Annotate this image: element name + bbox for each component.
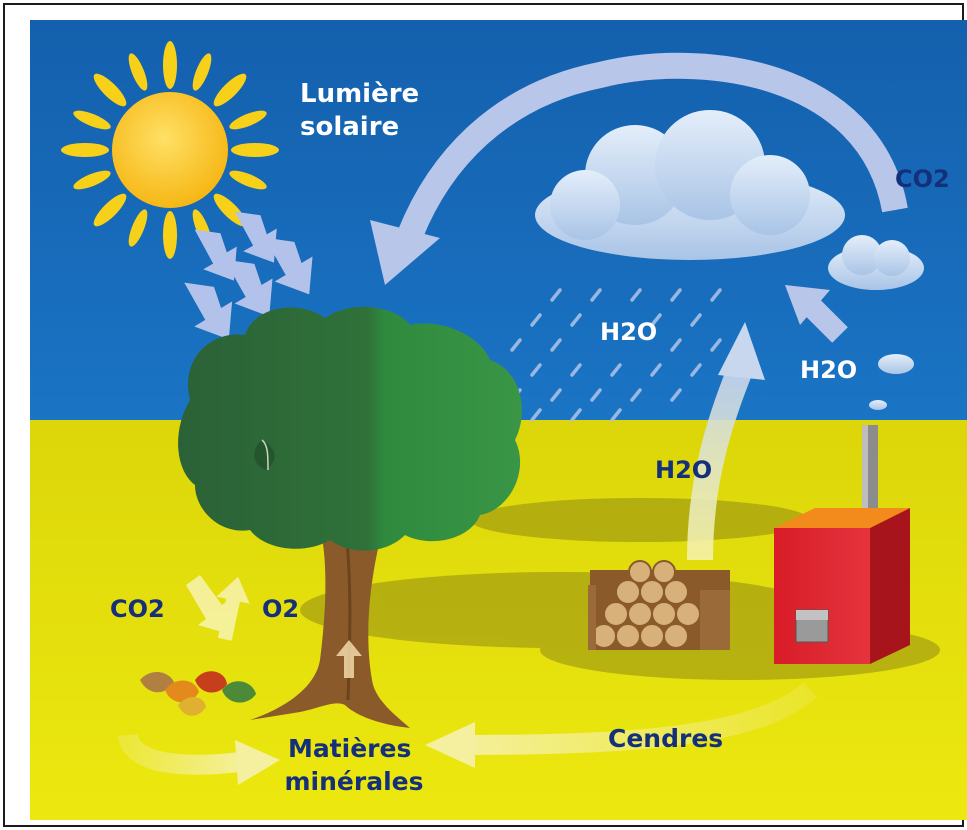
tree-icon — [178, 306, 522, 728]
h2o-smoke-label: H2O — [800, 356, 857, 384]
boiler-icon — [774, 425, 910, 664]
h2o-wood-label: H2O — [655, 456, 712, 484]
smoke-puffs — [828, 235, 924, 410]
h2o-vapor-arrow — [687, 322, 765, 561]
rain-icon — [510, 288, 722, 422]
co2-leaves-label: CO2 — [110, 595, 165, 623]
o2-leaves-label: O2 — [262, 595, 299, 623]
leaves-icon — [140, 671, 256, 716]
ashes-label: Cendres — [608, 724, 723, 753]
leaves-to-minerals-arrow — [118, 732, 280, 785]
sunlight-label: Lumière solaire — [300, 79, 428, 142]
cloud-icon — [535, 110, 845, 260]
h2o-smoke-arrow — [785, 285, 848, 343]
leaf-icon — [254, 439, 275, 471]
co2-top-label: CO2 — [895, 165, 950, 193]
sunlight-arrows — [184, 211, 313, 340]
sun-icon — [61, 41, 279, 259]
co2-o2-exchange-arrows — [186, 575, 250, 641]
h2o-rain-label: H2O — [600, 318, 657, 346]
co2-return-arrow — [370, 52, 908, 285]
ashes-to-minerals-arrow — [425, 682, 817, 768]
minerals-label: Matières minérales — [285, 734, 424, 796]
log-pile-icon — [588, 560, 730, 650]
